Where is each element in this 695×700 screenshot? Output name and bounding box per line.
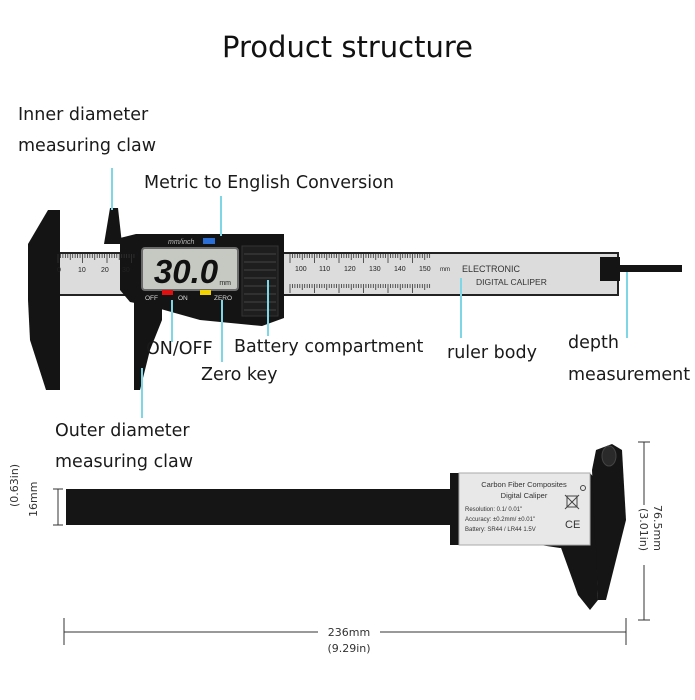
dim-depth-in: (3.01in)	[637, 508, 650, 552]
mm-inch-button	[203, 238, 215, 244]
inner-claw-moving	[104, 208, 122, 244]
tick-label: 120	[344, 266, 356, 273]
label-inner-claw-2: measuring claw	[18, 136, 157, 156]
svg-text:mm: mm	[440, 267, 450, 273]
label-zero-key: Zero key	[201, 365, 278, 385]
ce-mark: CE	[565, 519, 580, 531]
tick-label: 110	[319, 266, 330, 273]
label-outer-claw-2: measuring claw	[55, 452, 194, 472]
zero-button-yellow	[200, 290, 211, 295]
svg-text:ON: ON	[178, 295, 188, 302]
brand-text-2: DIGITAL CALIPER	[476, 277, 547, 287]
back-spec-label	[458, 472, 591, 546]
label-depth-1: depth	[568, 333, 619, 353]
onoff-button-red	[162, 290, 173, 295]
back-beam	[66, 489, 458, 525]
svg-text:Resolution: 0.1/ 0.01": Resolution: 0.1/ 0.01"	[465, 507, 522, 513]
label-battery: Battery compartment	[234, 337, 424, 357]
fixed-jaw	[28, 210, 60, 390]
tick-label: 140	[394, 266, 406, 273]
tick-label: 20	[101, 267, 109, 274]
label-ruler-body: ruler body	[447, 343, 537, 363]
svg-text:Accuracy: ±0.2mm/ ±0.01": Accuracy: ±0.2mm/ ±0.01"	[465, 517, 535, 523]
svg-text:mm/inch: mm/inch	[168, 239, 195, 246]
dim-height-in: (0.63in)	[8, 463, 21, 507]
brand-text-1: ELECTRONIC	[462, 264, 521, 274]
label-depth-2: measurement	[568, 365, 691, 385]
lcd-value: 30.0	[154, 253, 219, 290]
label-outer-claw-1: Outer diameter	[55, 421, 190, 441]
tick-label: 0	[57, 267, 61, 274]
tick-label: 10	[78, 267, 86, 274]
tick-label: 130	[369, 266, 381, 273]
dim-height-mm: 16mm	[27, 481, 40, 517]
label-inner-claw-1: Inner diameter	[18, 105, 149, 125]
dim-depth-mm: 76.5mm	[651, 505, 664, 551]
tick-label: 150	[419, 266, 431, 273]
page-title: Product structure	[222, 30, 473, 64]
tick-label: 100	[295, 266, 307, 273]
tick-label: 30	[122, 267, 130, 274]
back-jaw	[592, 444, 626, 600]
dim-width-mm: 236mm	[327, 626, 371, 639]
depth-rod	[600, 265, 682, 272]
svg-text:Battery: SR44 / LR44 1.5V: Battery: SR44 / LR44 1.5V	[465, 527, 536, 533]
dim-width-in: (9.29in)	[327, 642, 371, 655]
svg-text:ZERO: ZERO	[214, 295, 232, 302]
svg-text:Carbon Fiber Composites: Carbon Fiber Composites	[481, 480, 567, 489]
lcd-screen	[141, 247, 239, 291]
label-onoff: ON/OFF	[146, 339, 213, 359]
svg-text:OFF: OFF	[145, 295, 158, 302]
svg-text:mm: mm	[219, 280, 231, 287]
svg-text:Digital Caliper: Digital Caliper	[501, 491, 548, 500]
label-metric-conversion: Metric to English Conversion	[144, 173, 394, 193]
